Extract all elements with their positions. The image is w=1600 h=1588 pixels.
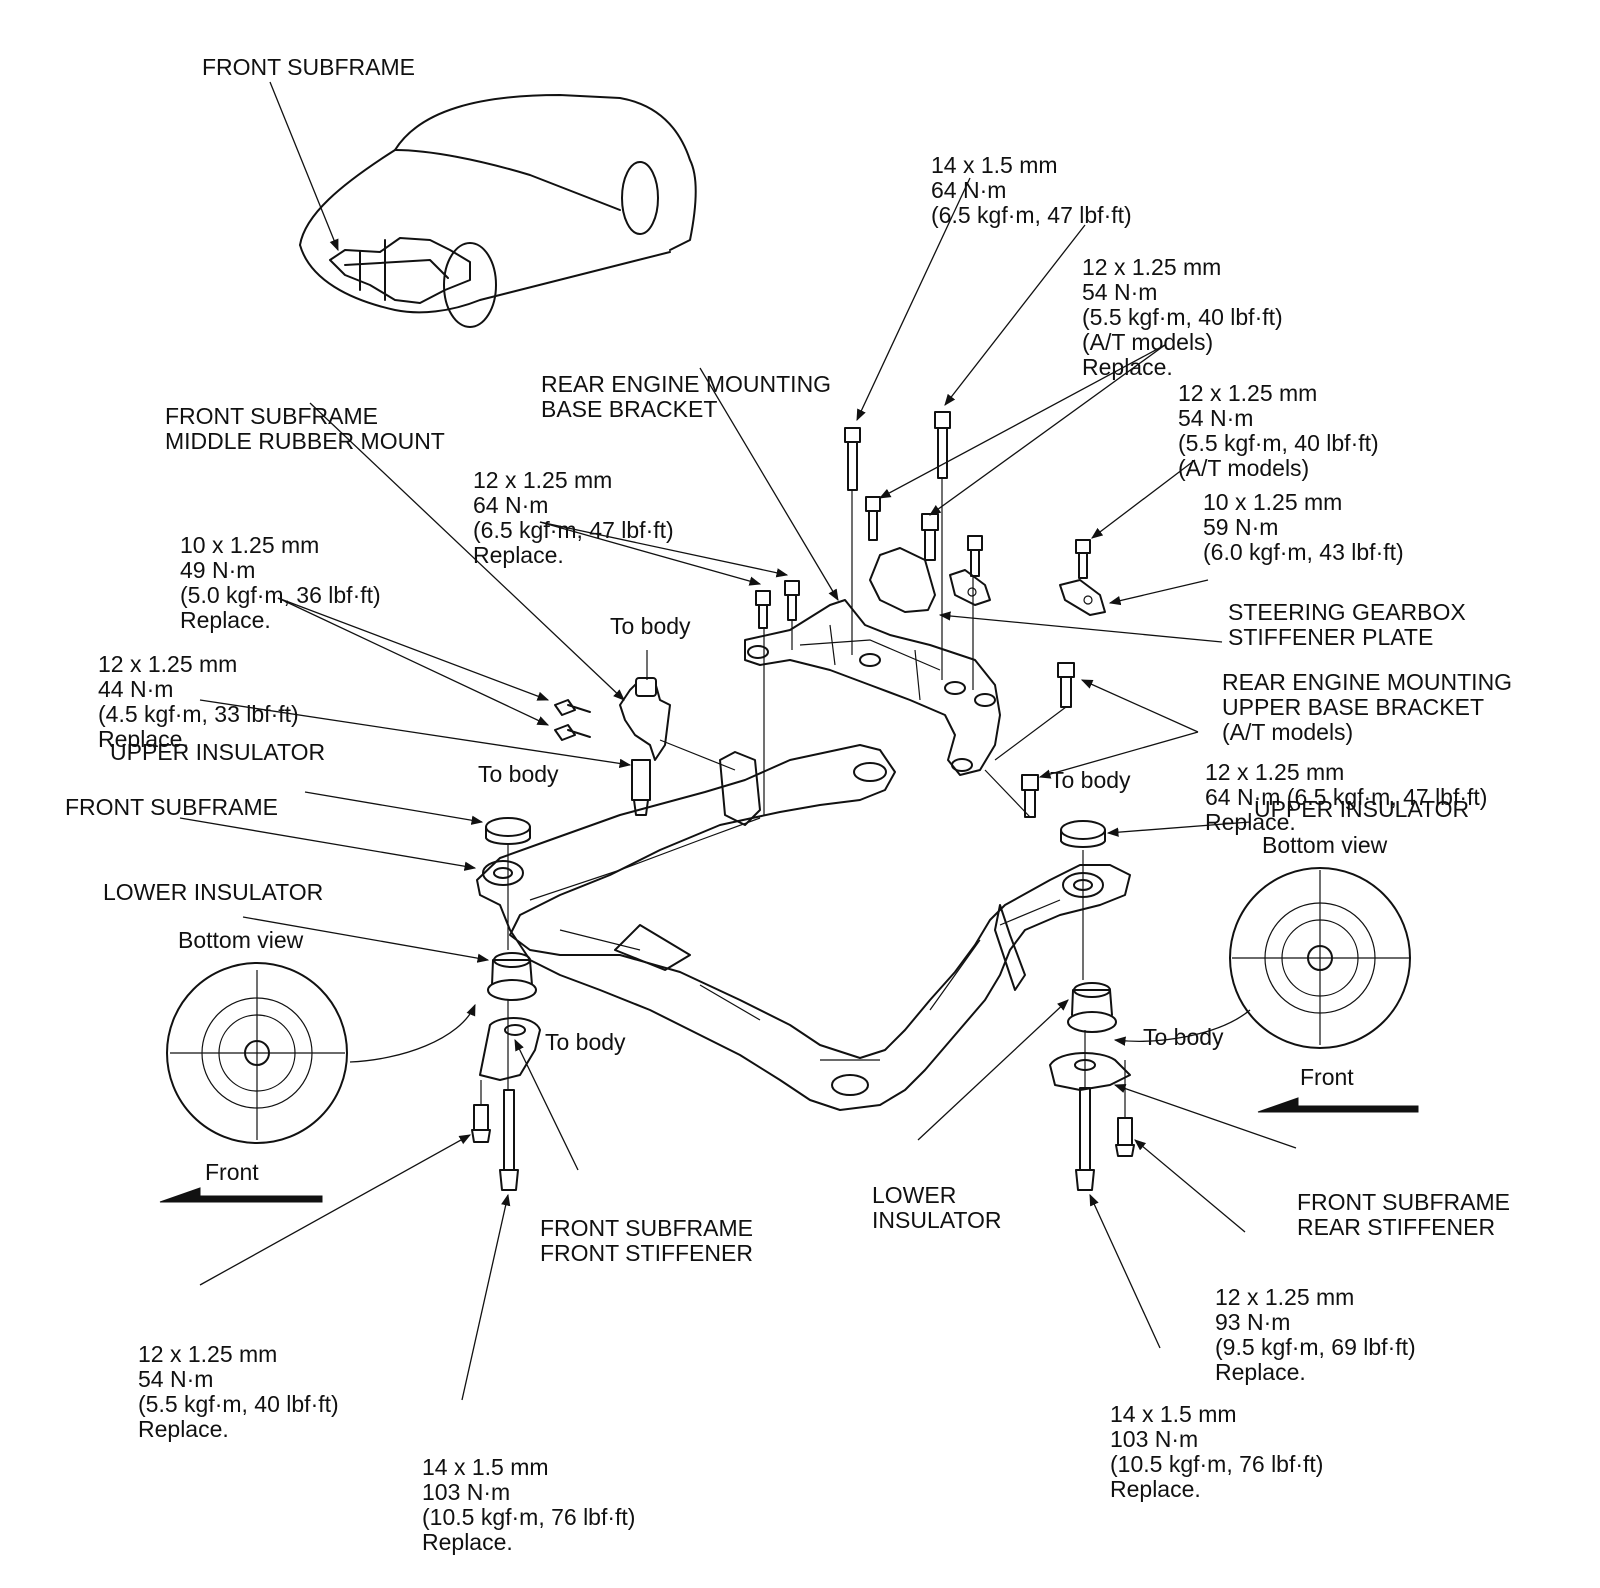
- label-to-body-lower-left: To body: [545, 1029, 626, 1055]
- upper-insulator-left-icon: [485, 817, 531, 845]
- rear-engine-mounting-base-bracket-icon: [744, 599, 1001, 776]
- steering-stiffener-plate-icon: [1059, 579, 1106, 616]
- rear-stiffener-icon: [1049, 1052, 1131, 1091]
- lower-insulator-right-icon: [1067, 982, 1117, 1033]
- label-bottom-view-left: Bottom view: [178, 927, 304, 953]
- assembly-guide-lines: [480, 478, 1126, 1118]
- front-subframe-icon: [476, 744, 1131, 1111]
- front-stiffener-icon: [479, 1017, 541, 1081]
- label-lower-insulator-left: LOWER INSULATOR: [103, 879, 324, 905]
- car-outline-icon: [299, 94, 697, 328]
- label-bottom-view-right: Bottom view: [1262, 832, 1388, 858]
- label-front-subframe-left: FRONT SUBFRAME: [65, 794, 278, 820]
- front-arrow-right-icon: [1257, 1097, 1419, 1113]
- front-arrow-left-icon: [159, 1187, 323, 1203]
- upper-insulator-right-icon: [1060, 820, 1106, 848]
- label-front-right: Front: [1300, 1064, 1354, 1090]
- label-to-body-right-top: To body: [1050, 767, 1131, 793]
- label-to-body-left: To body: [478, 761, 559, 787]
- leader-lines: [179, 81, 1297, 1401]
- label-to-body-middle: To body: [610, 613, 691, 639]
- bottom-view-left-icon: [166, 962, 476, 1144]
- label-to-body-lower-right: To body: [1143, 1024, 1224, 1050]
- upper-base-bracket-icon: [869, 547, 991, 613]
- label-upper-insulator-right: UPPER INSULATOR: [1254, 796, 1470, 822]
- label-front-left: Front: [205, 1159, 259, 1185]
- bottom-view-right-icon: [1113, 867, 1411, 1049]
- lower-insulator-left-icon: [487, 952, 537, 1001]
- label-upper-insulator-left: UPPER INSULATOR: [110, 739, 326, 765]
- bolt-icon: [471, 411, 1135, 1191]
- label-front-subframe-top: FRONT SUBFRAME: [202, 54, 415, 80]
- middle-rubber-mount-icon: [619, 650, 671, 761]
